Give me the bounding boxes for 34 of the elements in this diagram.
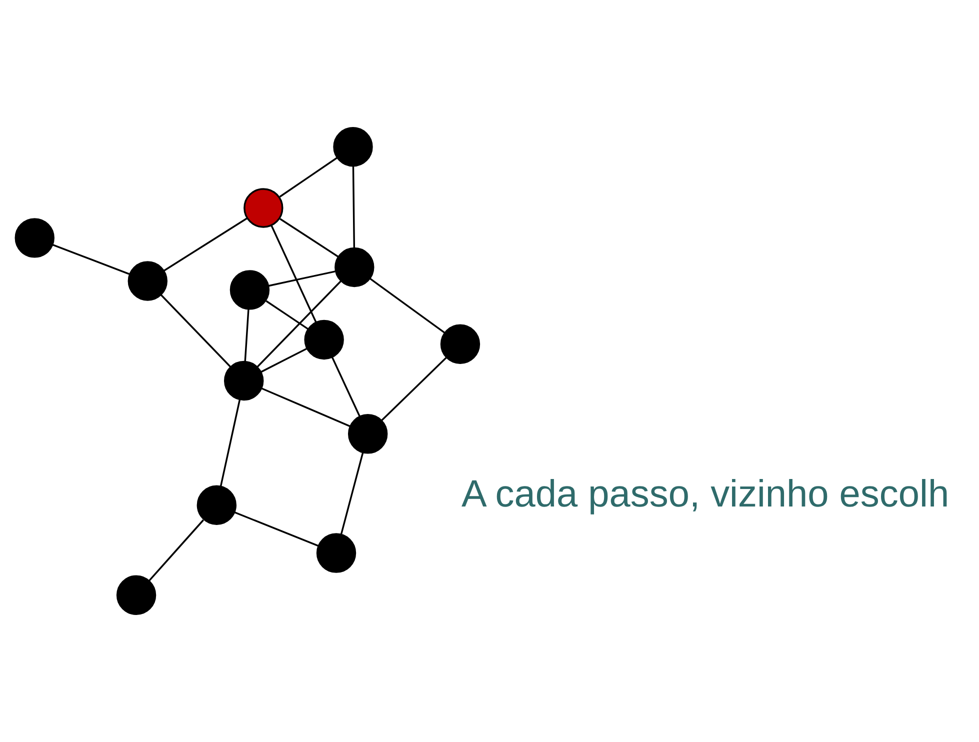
node-circle <box>333 127 373 167</box>
connector <box>260 348 308 373</box>
node-circle <box>196 485 237 525</box>
connector <box>280 218 339 258</box>
connector <box>380 356 448 422</box>
node-circle <box>440 324 480 364</box>
connector <box>163 218 248 272</box>
connector <box>340 452 364 535</box>
node-circle <box>14 218 54 258</box>
node-circle <box>230 270 270 310</box>
connector <box>234 511 319 547</box>
connector <box>370 278 446 334</box>
connector <box>261 388 350 428</box>
connector <box>256 280 342 368</box>
node-circle <box>304 320 344 360</box>
node-circle <box>116 575 156 615</box>
node-circle <box>334 247 374 288</box>
node-circle <box>224 360 264 401</box>
node-circle <box>316 533 356 573</box>
connector <box>220 400 241 486</box>
node-circle <box>128 261 168 301</box>
node-circle <box>244 188 284 228</box>
connector <box>331 356 360 416</box>
label: A cada passo, vizinho escolh <box>461 473 950 516</box>
connector <box>160 294 232 368</box>
connector <box>266 300 309 330</box>
connector <box>352 166 356 248</box>
connector <box>52 244 130 275</box>
connector <box>268 270 336 287</box>
connector <box>270 225 317 322</box>
connector <box>244 309 250 362</box>
connector <box>148 519 204 582</box>
node-circle <box>348 414 388 454</box>
connector <box>279 156 338 198</box>
